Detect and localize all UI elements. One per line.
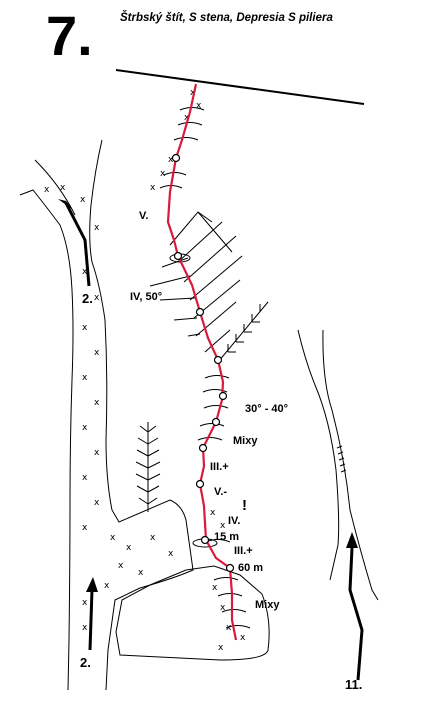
route-line — [166, 83, 238, 641]
warning-mark: ! — [242, 497, 247, 514]
grade-iii-plus-lower: III.+ — [234, 545, 253, 557]
grade-v-minus: V.- — [214, 486, 228, 498]
grade-iv-50: IV, 50° — [130, 291, 163, 303]
svg-text:x: x — [138, 568, 144, 578]
svg-text:x: x — [60, 183, 66, 193]
approach-label-11: 11. — [345, 677, 363, 692]
right-couloir-hatch — [336, 445, 347, 473]
svg-text:x: x — [240, 633, 246, 643]
svg-text:x: x — [82, 623, 88, 633]
svg-text:x: x — [220, 521, 226, 531]
svg-text:x: x — [212, 583, 218, 593]
left-couloir-branch — [34, 159, 76, 216]
svg-text:x: x — [184, 113, 190, 123]
svg-text:x: x — [150, 533, 156, 543]
svg-text:x: x — [80, 195, 86, 205]
svg-text:x: x — [82, 523, 88, 533]
approach-arrowhead-2-upper — [58, 199, 73, 210]
svg-text:x: x — [210, 508, 216, 518]
svg-text:x: x — [150, 183, 156, 193]
approach-arrowhead-2-lower — [86, 577, 98, 592]
svg-text:x: x — [168, 155, 174, 165]
svg-text:x: x — [94, 398, 100, 408]
right-couloir-left — [297, 329, 340, 581]
approach-arrow-2-lower — [88, 589, 94, 651]
svg-text:x: x — [110, 533, 116, 543]
rock-rib-left — [135, 422, 161, 512]
svg-text:x: x — [160, 169, 166, 179]
svg-text:x: x — [220, 603, 226, 613]
svg-text:x: x — [82, 267, 88, 277]
svg-text:x: x — [196, 101, 202, 111]
approach-arrow-2-upper — [64, 202, 91, 287]
svg-text:x: x — [218, 643, 224, 653]
svg-text:x: x — [94, 293, 100, 303]
rock-rib-right — [217, 301, 269, 363]
svg-text:x: x — [44, 185, 50, 195]
grade-iii-plus-upper: III.+ — [210, 461, 229, 473]
svg-text:x: x — [82, 373, 88, 383]
approach-label-2-upper: 2. — [82, 291, 93, 306]
lower-basin — [115, 565, 270, 661]
approach-arrow-11 — [348, 547, 364, 681]
svg-text:x: x — [82, 323, 88, 333]
svg-text:x: x — [104, 581, 110, 591]
svg-text:x: x — [94, 223, 100, 233]
length-15m: 15 m — [214, 531, 240, 543]
left-couloir-outer — [19, 189, 74, 691]
svg-text:x: x — [94, 498, 100, 508]
approach-arrowhead-11 — [346, 532, 358, 548]
svg-text:x: x — [168, 549, 174, 559]
route-title: Štrbský štít, S stena, Depresia S pilier… — [120, 12, 333, 24]
svg-text:x: x — [82, 423, 88, 433]
svg-text:x: x — [94, 448, 100, 458]
slab-hatching — [149, 211, 243, 353]
left-couloir-inner — [89, 139, 194, 691]
approach-label-2-lower: 2. — [80, 655, 91, 670]
belay-station-icon — [171, 153, 235, 573]
length-60m: 60 m — [238, 562, 264, 574]
grade-iv: IV. — [228, 515, 241, 527]
svg-text:x: x — [126, 543, 132, 553]
svg-text:x: x — [82, 598, 88, 608]
grade-v: V. — [139, 210, 149, 222]
grade-30-40: 30° - 40° — [245, 403, 289, 415]
route-number: 7. — [46, 4, 93, 67]
label-mixy-lower: Mixy — [255, 599, 280, 611]
svg-text:x: x — [82, 473, 88, 483]
svg-text:x: x — [94, 348, 100, 358]
label-mixy-upper: Mixy — [233, 435, 258, 447]
svg-text:x: x — [118, 561, 124, 571]
svg-text:x: x — [226, 623, 232, 633]
ridge-line — [115, 69, 365, 105]
